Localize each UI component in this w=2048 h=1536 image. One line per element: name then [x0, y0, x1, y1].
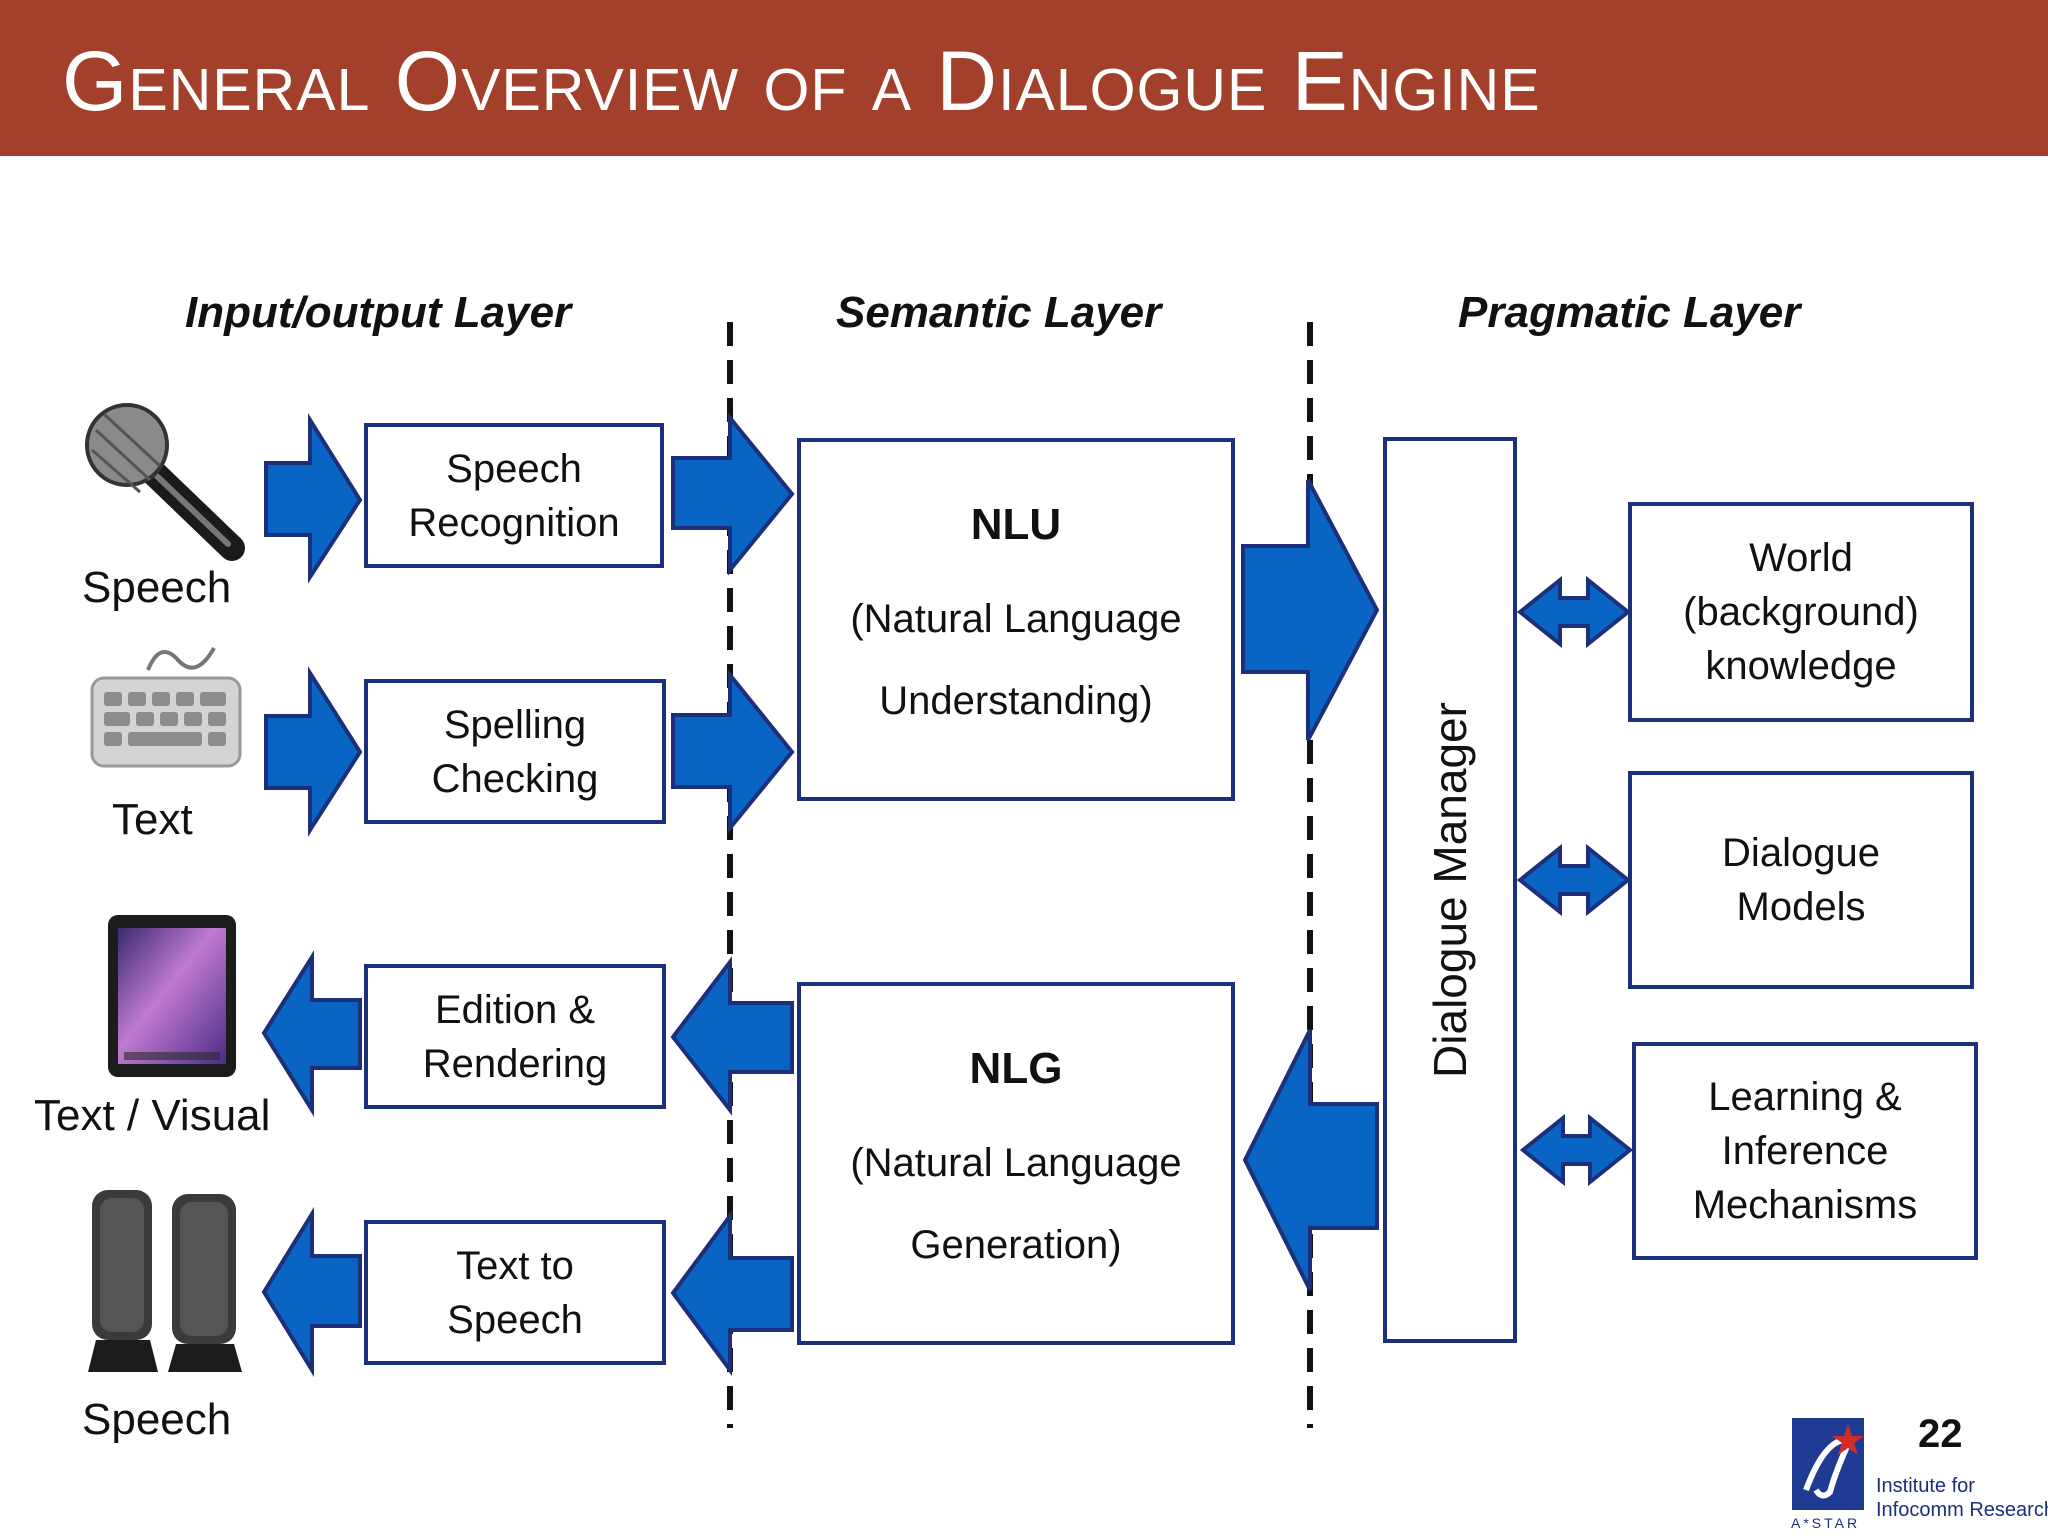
arrow-spelling-to-nlu	[671, 669, 795, 834]
keyboard-icon	[90, 647, 242, 768]
arrow-speech-to-recognition	[264, 413, 363, 584]
double-arrow-world	[1516, 575, 1632, 649]
box-edition-rendering: Edition &Rendering	[364, 964, 666, 1109]
box-nlg: NLG (Natural Language Generation)	[797, 982, 1235, 1345]
arrow-nlu-to-dm	[1241, 479, 1380, 741]
slide-title: General Overview of a Dialogue Engine	[62, 34, 1541, 128]
tablet-icon	[108, 915, 236, 1077]
speakers-icon	[88, 1190, 242, 1372]
double-arrow-models	[1516, 843, 1632, 917]
dialogue-manager-label: Dialogue Manager	[1424, 702, 1476, 1078]
arrow-nlg-to-rendering	[670, 956, 794, 1116]
page-number: 22	[1918, 1412, 1963, 1456]
box-dialogue-manager	[1383, 437, 1517, 1343]
label-text-visual-output: Text / Visual	[34, 1091, 271, 1140]
arrow-recognition-to-nlu	[671, 412, 795, 576]
layer-heading-io: Input/output Layer	[185, 288, 572, 337]
double-arrow-learning	[1519, 1113, 1634, 1187]
arrow-tts-to-speakers	[261, 1206, 362, 1378]
logo-astar-text: A*STAR	[1791, 1515, 1861, 1531]
arrow-dm-to-nlg	[1242, 1029, 1379, 1291]
layer-heading-semantic: Semantic Layer	[836, 288, 1162, 337]
label-text-input: Text	[112, 795, 193, 844]
title-bar	[0, 0, 2048, 156]
label-speech-input: Speech	[82, 563, 232, 612]
layer-heading-pragmatic: Pragmatic Layer	[1458, 288, 1801, 337]
box-nlu: NLU (Natural Language Understanding)	[797, 438, 1235, 801]
logo-org-name: Institute for Infocomm Research	[1876, 1475, 2048, 1521]
box-world-knowledge: World(background)knowledge	[1628, 502, 1974, 722]
microphone-icon	[85, 403, 245, 561]
arrow-nlg-to-tts	[670, 1209, 794, 1377]
label-speech-output: Speech	[82, 1395, 232, 1444]
astar-logo-icon	[1792, 1418, 1864, 1510]
arrow-rendering-to-visual	[261, 950, 362, 1117]
arrow-text-to-spelling	[264, 666, 363, 837]
